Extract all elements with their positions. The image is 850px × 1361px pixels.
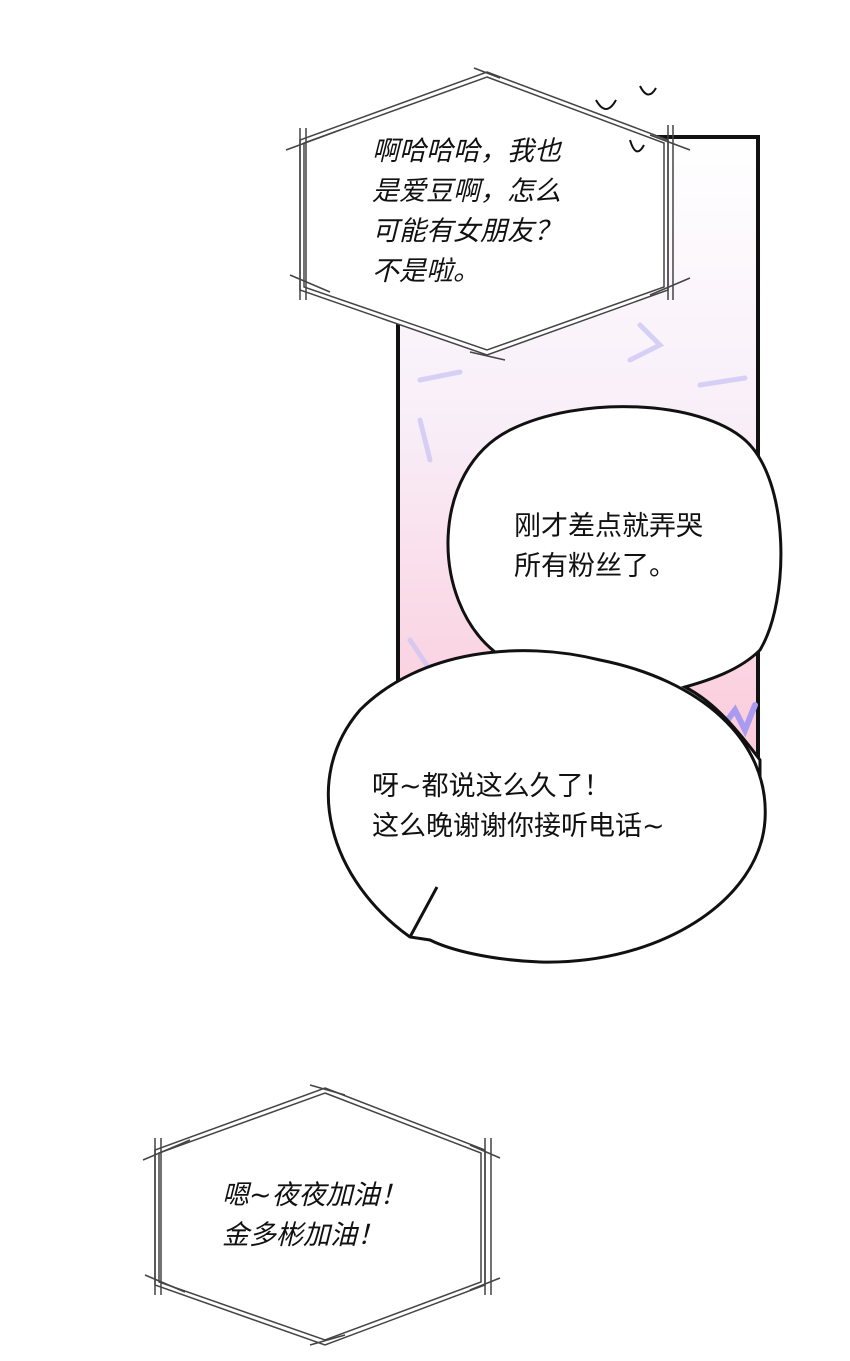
text-line: 刚才差点就弄哭 (514, 511, 703, 542)
text-line: 嗯~夜夜加油！ (222, 1180, 407, 1211)
sweat-marks (595, 85, 657, 153)
speech-bubble-lower (326, 649, 767, 964)
caption-frame-top (285, 67, 691, 361)
text-line: 所有粉丝了。 (514, 551, 676, 582)
text-line: 这么晚谢谢你接听电话~ (372, 811, 665, 842)
text-line: 呀~都说这么久了！ (372, 771, 611, 802)
text-line: 是爱豆啊，怎么 (372, 176, 561, 207)
text-line: 不是啦。 (372, 256, 480, 287)
text-line: 可能有女朋友？ (372, 216, 561, 247)
caption-top-text: 啊哈哈哈，我也是爱豆啊，怎么可能有女朋友？ 不是啦。 (372, 132, 561, 292)
bubble-middle-text: 刚才差点就弄哭所有粉丝了。 (514, 507, 703, 587)
caption-bottom-text: 嗯~夜夜加油！ 金多彬加油！ (222, 1176, 407, 1256)
text-line: 啊哈哈哈，我也 (372, 136, 561, 167)
bubble-lower-text: 呀~都说这么久了！ 这么晚谢谢你接听电话~ (372, 767, 665, 847)
text-line: 金多彬加油！ (222, 1220, 384, 1251)
caption-frame-bottom (142, 1084, 501, 1346)
